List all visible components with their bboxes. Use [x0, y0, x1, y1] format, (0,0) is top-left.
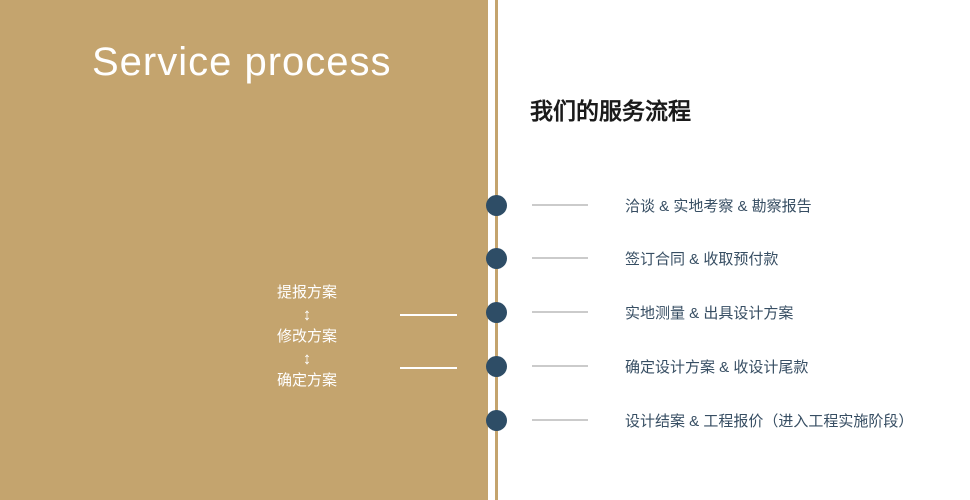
- mini-flow-step-1: 提报方案: [276, 284, 337, 301]
- connector-line-bottom: [400, 367, 457, 369]
- step-label: 洽谈 & 实地考察 & 勘察报告: [625, 197, 812, 215]
- timeline-dot-4: [486, 356, 507, 377]
- step-connector-line: [532, 204, 588, 206]
- step-label: 签订合同 & 收取预付款: [625, 250, 779, 268]
- step-connector-line: [532, 311, 588, 313]
- timeline-dot-5: [486, 410, 507, 431]
- process-step-row: 实地测量 & 出具设计方案: [532, 301, 793, 323]
- step-label: 实地测量 & 出具设计方案: [625, 304, 794, 322]
- step-connector-line: [532, 419, 588, 421]
- process-step-row: 洽谈 & 实地考察 & 勘察报告: [532, 194, 812, 216]
- timeline-dot-2: [486, 248, 507, 269]
- step-connector-line: [532, 365, 588, 367]
- process-step-row: 签订合同 & 收取预付款: [532, 247, 778, 269]
- mini-flow-step-3: 确定方案: [276, 372, 337, 389]
- connector-line-top: [400, 314, 457, 316]
- timeline-dot-3: [486, 302, 507, 323]
- page-title: Service process: [92, 40, 392, 84]
- step-label: 设计结案 & 工程报价（进入工程实施阶段）: [625, 412, 914, 430]
- up-down-arrow-icon: ↕: [302, 305, 312, 324]
- revision-loop: 提报方案 ↕ 修改方案 ↕ 确定方案: [247, 283, 367, 391]
- up-down-arrow-icon: ↕: [302, 349, 312, 368]
- step-label: 确定设计方案 & 收设计尾款: [625, 358, 809, 376]
- mini-flow-step-2: 修改方案: [276, 328, 337, 345]
- timeline-dot-1: [486, 195, 507, 216]
- left-panel: Service process 提报方案 ↕ 修改方案 ↕ 确定方案: [0, 0, 488, 500]
- section-heading: 我们的服务流程: [530, 98, 691, 124]
- step-connector-line: [532, 257, 588, 259]
- process-step-row: 设计结案 & 工程报价（进入工程实施阶段）: [532, 409, 913, 431]
- process-step-row: 确定设计方案 & 收设计尾款: [532, 355, 808, 377]
